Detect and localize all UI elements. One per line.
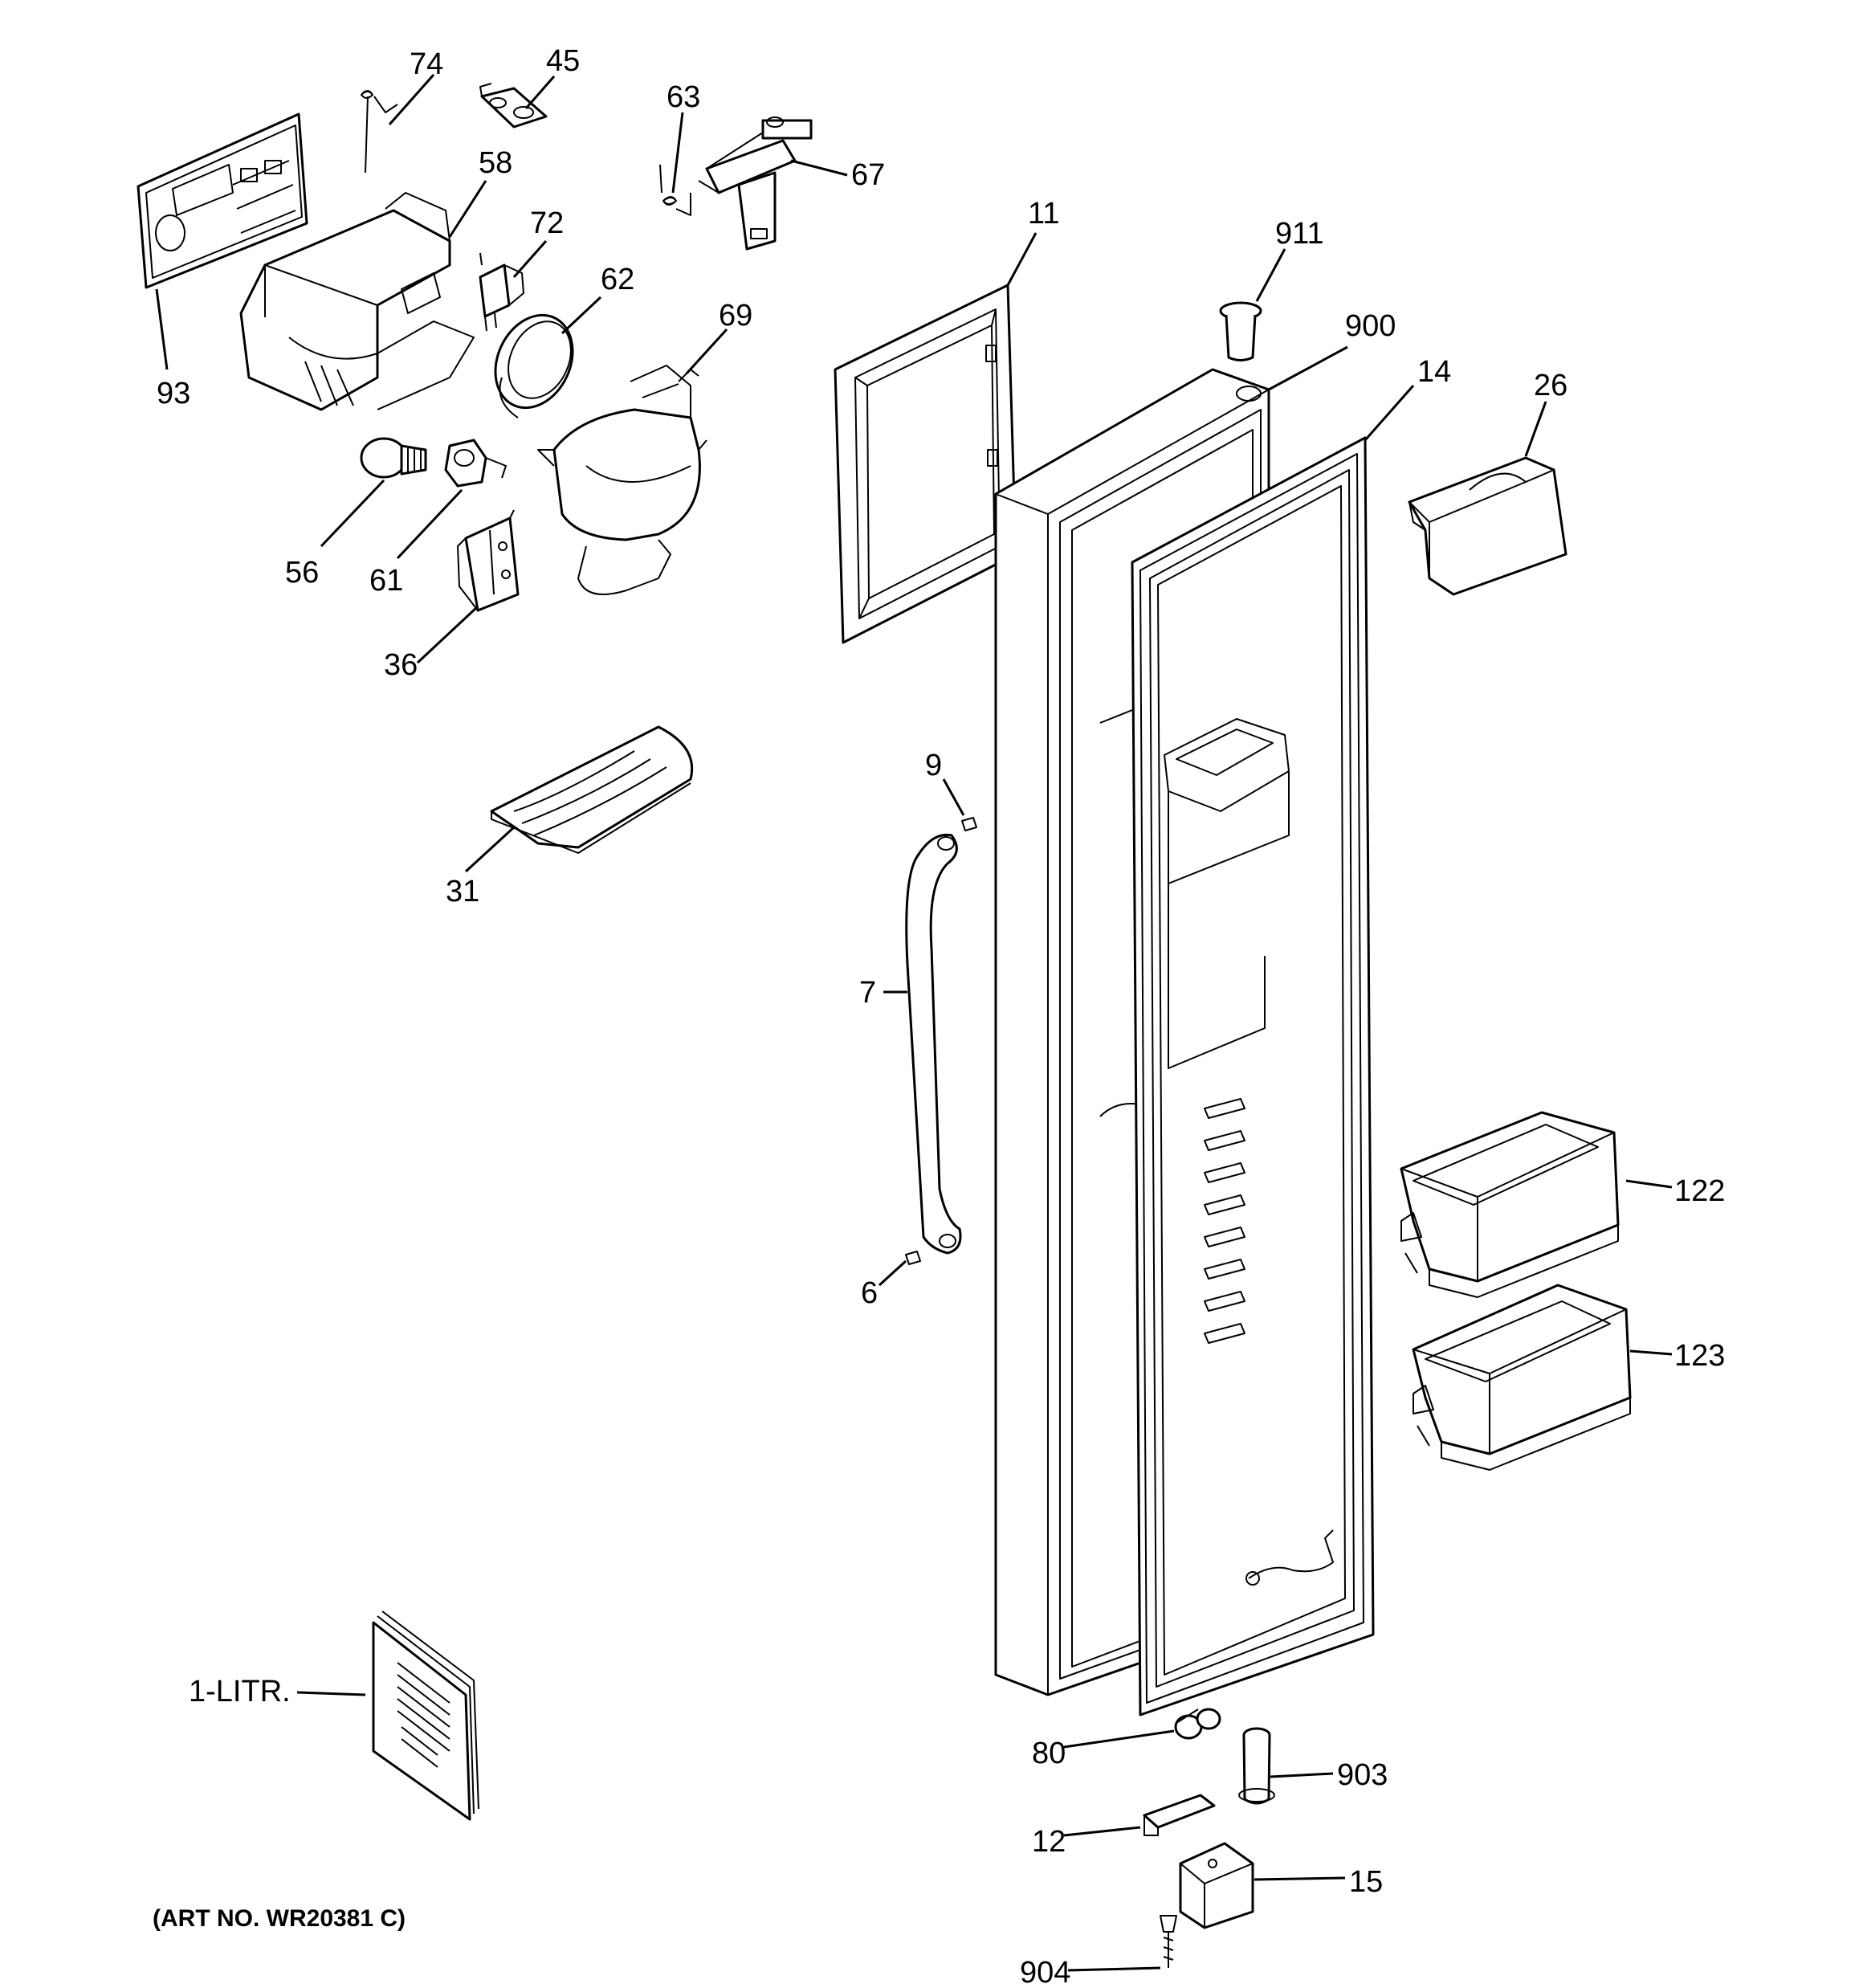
callout-labels: 74 45 63 67 58 72 62 69 11 911 900 14 26… bbox=[153, 44, 1725, 1988]
part-31-tray-cover bbox=[490, 725, 694, 854]
part-911-grommet bbox=[1219, 301, 1262, 361]
label-123: 123 bbox=[1674, 1339, 1725, 1373]
label-7: 7 bbox=[859, 976, 876, 1010]
part-36-bracket bbox=[457, 509, 520, 612]
label-56: 56 bbox=[285, 556, 319, 590]
label-67: 67 bbox=[851, 158, 885, 192]
part-15-hinge bbox=[1179, 1842, 1254, 1929]
part-45-bracket bbox=[479, 83, 548, 129]
label-15: 15 bbox=[1349, 1865, 1383, 1899]
label-62: 62 bbox=[601, 263, 634, 296]
part-14-gasket bbox=[1131, 436, 1375, 1717]
label-904: 904 bbox=[1020, 1956, 1070, 1988]
part-6-screw bbox=[905, 1251, 921, 1265]
part-904-screw bbox=[1160, 1915, 1177, 1968]
label-122: 122 bbox=[1674, 1174, 1725, 1208]
part-61-socket bbox=[444, 439, 507, 488]
part-62-ring bbox=[494, 313, 574, 418]
label-900: 900 bbox=[1345, 309, 1396, 343]
label-45: 45 bbox=[546, 44, 580, 78]
label-6: 6 bbox=[861, 1276, 878, 1310]
label-61: 61 bbox=[369, 564, 403, 598]
part-67-shaft bbox=[698, 116, 813, 251]
label-69: 69 bbox=[719, 299, 752, 333]
part-123-door-bin bbox=[1412, 1284, 1632, 1471]
part-58-dispenser-housing bbox=[239, 192, 475, 411]
part-72-switch bbox=[479, 252, 524, 332]
label-36: 36 bbox=[384, 648, 418, 682]
label-903: 903 bbox=[1337, 1758, 1388, 1792]
part-56-bulb bbox=[360, 437, 427, 479]
part-80-bushing bbox=[1174, 1708, 1221, 1740]
label-58: 58 bbox=[479, 146, 512, 180]
part-9-screw bbox=[961, 817, 977, 831]
part-903-hinge-pin bbox=[1238, 1727, 1275, 1805]
art-number: (ART NO. WR20381 C) bbox=[153, 1905, 406, 1932]
label-72: 72 bbox=[530, 206, 564, 240]
part-26-bin bbox=[1408, 456, 1567, 596]
label-12: 12 bbox=[1032, 1825, 1066, 1859]
label-11: 11 bbox=[1028, 197, 1059, 231]
label-31: 31 bbox=[446, 875, 479, 908]
label-63: 63 bbox=[667, 80, 700, 114]
label-911: 911 bbox=[1275, 217, 1324, 251]
label-80: 80 bbox=[1032, 1737, 1066, 1770]
part-69-ice-chute bbox=[537, 365, 707, 595]
label-14: 14 bbox=[1417, 355, 1451, 389]
label-74: 74 bbox=[410, 47, 443, 81]
label-93: 93 bbox=[157, 377, 190, 410]
part-122-door-bin bbox=[1400, 1111, 1620, 1298]
part-12-shim bbox=[1143, 1794, 1216, 1836]
label-26: 26 bbox=[1534, 369, 1567, 402]
shelf-clips bbox=[1204, 1098, 1245, 1344]
part-93-control-board bbox=[137, 112, 308, 289]
part-1-litr-literature bbox=[372, 1610, 479, 1821]
part-74-spring bbox=[361, 90, 398, 173]
leader-lines bbox=[155, 74, 1673, 1972]
part-7-handle bbox=[905, 833, 962, 1255]
part-63-spring bbox=[659, 164, 691, 216]
label-9: 9 bbox=[925, 749, 942, 782]
part-11-dispenser-frame bbox=[834, 284, 1017, 644]
label-1-litr: 1-LITR. bbox=[189, 1675, 291, 1708]
